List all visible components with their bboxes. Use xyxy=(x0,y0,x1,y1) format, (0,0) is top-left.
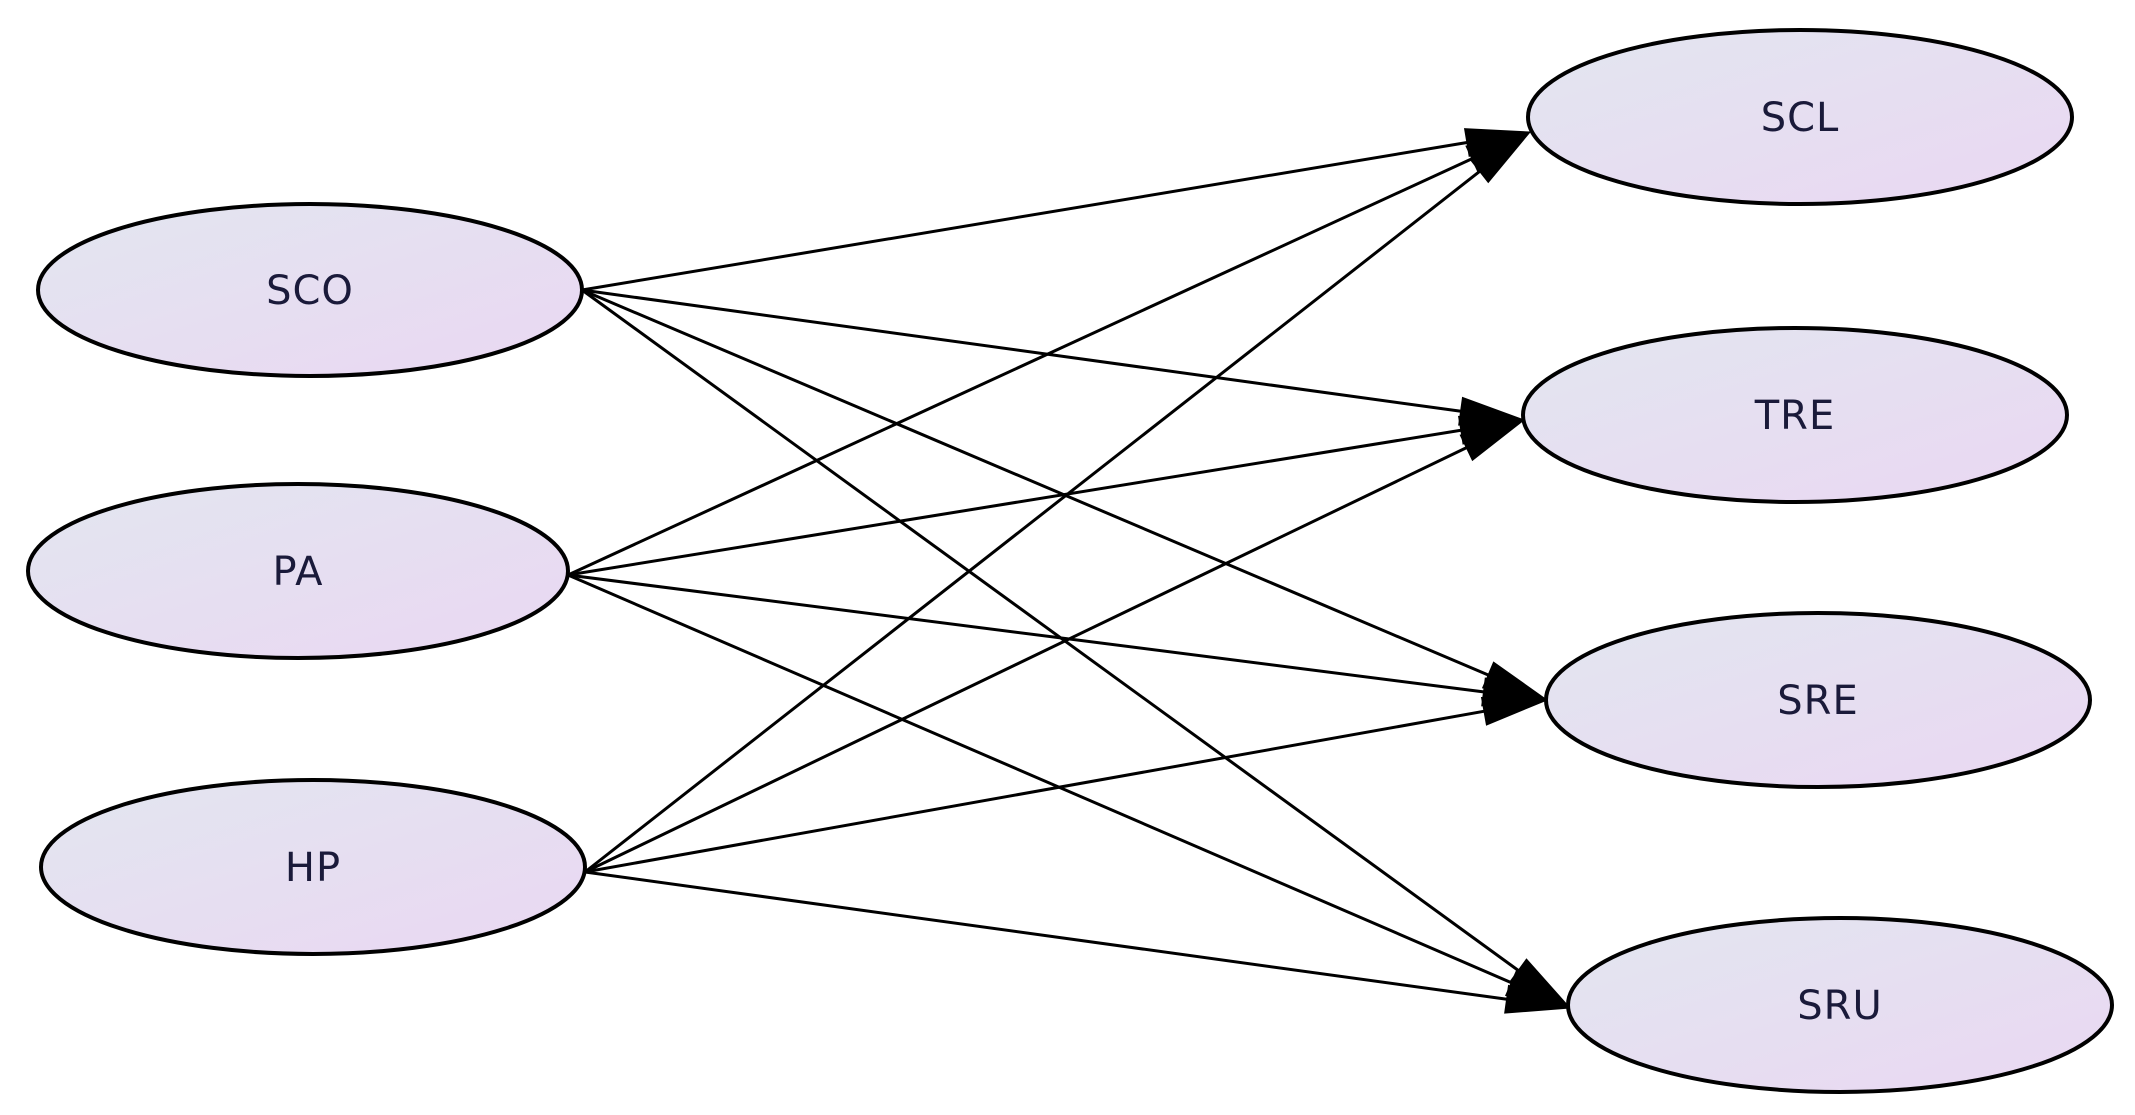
edge-sco-scl xyxy=(581,140,1472,292)
nodes-layer: SCO PA HP SCL TRE SRE SRU xyxy=(26,28,2114,1094)
node-tre: TRE xyxy=(1521,326,2069,504)
node-label-sru: SRU xyxy=(1797,983,1882,1029)
arrowhead-hp-tre xyxy=(1459,419,1525,462)
edge-pa-sre xyxy=(567,573,1488,694)
node-label-sco: SCO xyxy=(266,268,354,314)
arrowhead-hp-sru xyxy=(1504,984,1571,1014)
node-label-scl: SCL xyxy=(1761,95,1840,141)
edge-pa-sru xyxy=(567,573,1516,986)
node-label-tre: TRE xyxy=(1754,393,1836,439)
edges-layer xyxy=(567,128,1571,1014)
edge-sco-tre xyxy=(581,288,1465,414)
node-pa: PA xyxy=(26,482,570,660)
node-hp: HP xyxy=(39,778,587,956)
edge-pa-scl xyxy=(567,155,1477,577)
node-sre: SRE xyxy=(1544,611,2092,789)
node-sru: SRU xyxy=(1566,916,2114,1094)
edge-hp-sru xyxy=(584,870,1511,1002)
edge-hp-tre xyxy=(584,444,1471,874)
node-sco: SCO xyxy=(36,202,584,378)
node-label-hp: HP xyxy=(285,845,341,891)
arrowhead-hp-sre xyxy=(1480,696,1548,726)
edge-sco-sru xyxy=(581,288,1523,974)
edge-sco-sre xyxy=(581,288,1493,678)
edge-hp-scl xyxy=(584,167,1484,874)
edge-pa-tre xyxy=(567,428,1466,577)
node-scl: SCL xyxy=(1526,28,2074,206)
arrowhead-hp-scl xyxy=(1470,131,1531,184)
node-label-pa: PA xyxy=(273,549,324,595)
edge-hp-sre xyxy=(584,709,1489,874)
node-label-sre: SRE xyxy=(1777,678,1858,724)
